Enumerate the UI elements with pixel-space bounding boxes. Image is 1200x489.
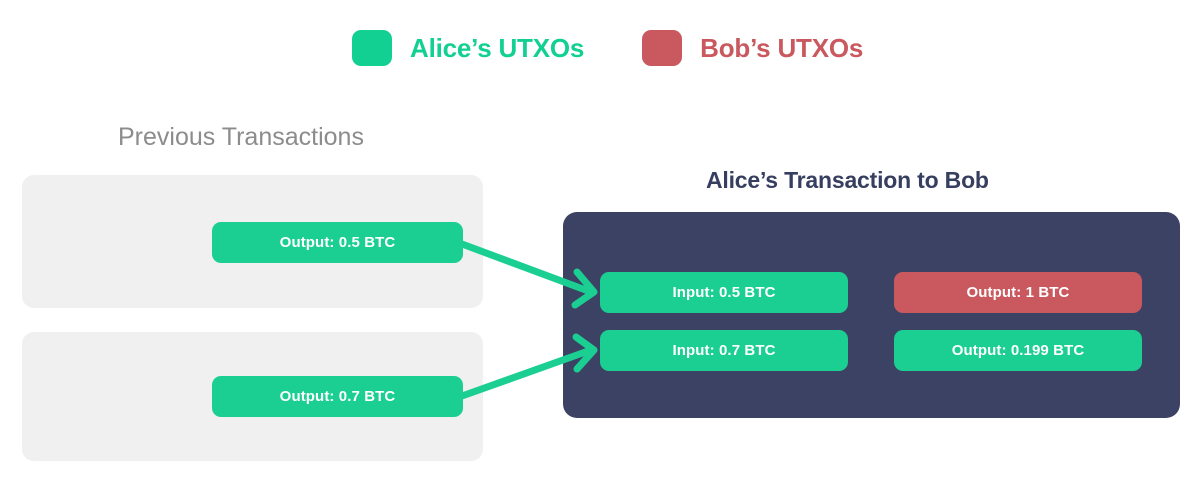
rounded-square-icon — [642, 30, 683, 66]
transaction-heading: Alice’s Transaction to Bob — [706, 167, 989, 193]
transaction-panel — [563, 212, 1180, 418]
legend-item-bob: Bob’s UTXOs — [642, 30, 863, 66]
legend: Alice’s UTXOs Bob’s UTXOs — [352, 30, 863, 66]
legend-item-alice: Alice’s UTXOs — [352, 30, 584, 66]
legend-label-alice: Alice’s UTXOs — [410, 32, 585, 63]
previous-output-pill: Output: 0.7 BTC — [212, 376, 463, 417]
rounded-square-icon — [352, 30, 392, 66]
previous-transactions-heading: Previous Transactions — [118, 123, 364, 151]
transaction-input-pill: Input: 0.5 BTC — [600, 272, 848, 313]
legend-label-bob: Bob’s UTXOs — [700, 32, 864, 63]
transaction-input-pill: Input: 0.7 BTC — [600, 330, 848, 371]
previous-output-pill: Output: 0.5 BTC — [212, 222, 463, 263]
transaction-output-pill: Output: 1 BTC — [894, 272, 1142, 313]
transaction-output-pill: Output: 0.199 BTC — [894, 330, 1142, 371]
